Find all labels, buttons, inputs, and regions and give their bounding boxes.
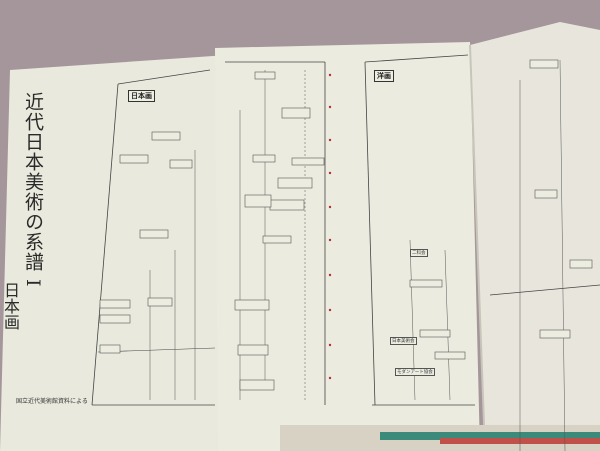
section-label-nihonga: 日本画 <box>128 90 155 102</box>
document-title: 近代日本美術の系譜 I <box>22 92 44 288</box>
right-panel <box>470 22 600 451</box>
group-box: 二科会 <box>410 249 428 257</box>
middle-panel <box>215 42 480 451</box>
footer-note: 国立近代美術館資料による <box>16 398 88 405</box>
section-label-yoga: 洋画 <box>374 70 394 82</box>
group-box: 日本美術会 <box>390 337 417 345</box>
document-subtitle: 日本画 <box>1 282 20 330</box>
group-box: モダンアート協会 <box>395 368 435 376</box>
